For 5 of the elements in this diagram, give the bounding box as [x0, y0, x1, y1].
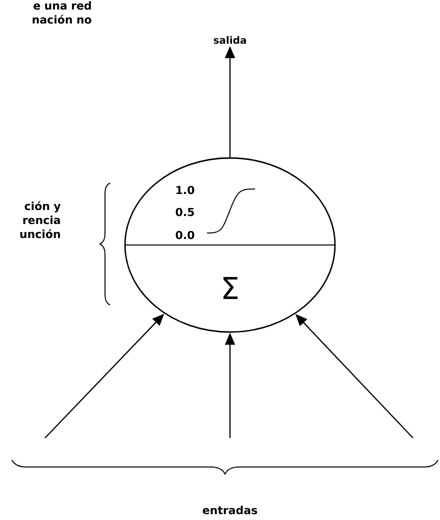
text-label: e una red nación no — [32, 1, 92, 24]
output-label: salida — [214, 36, 246, 44]
text-label: ción y rencia unción — [20, 201, 61, 238]
neuron-drawing: 1.0 0.5 0.0 Σ — [124, 157, 336, 333]
text-label: entradas — [202, 506, 258, 514]
